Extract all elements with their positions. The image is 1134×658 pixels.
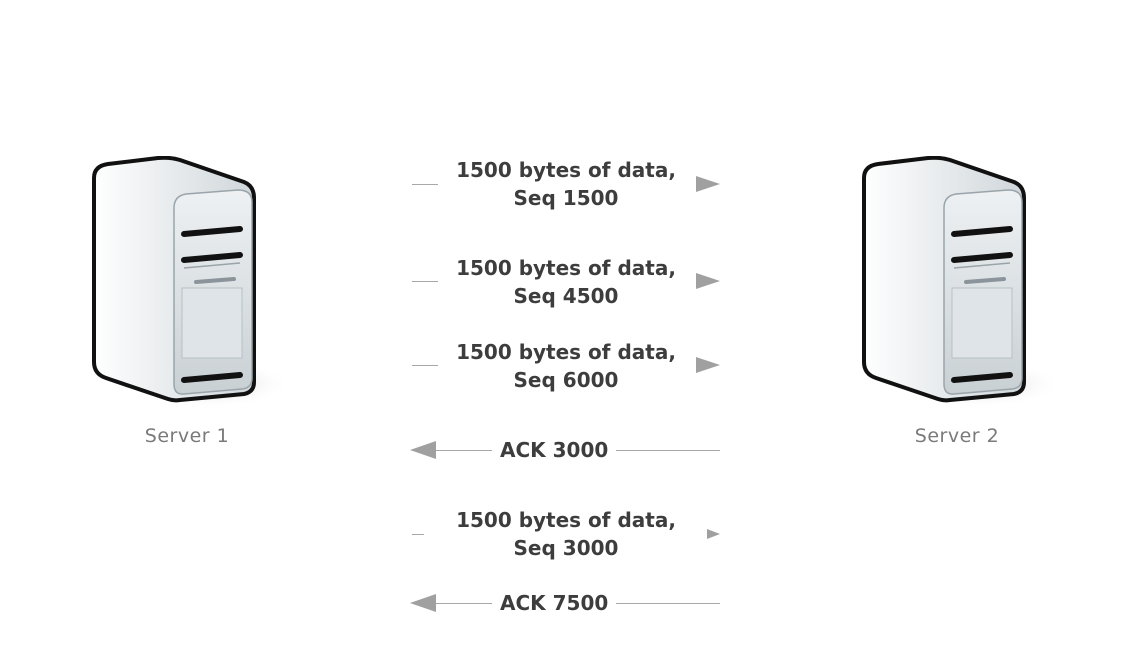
server-2-label: Server 2 xyxy=(914,425,1000,447)
arrow-right-icon xyxy=(696,273,720,289)
arrow-right-icon xyxy=(707,529,720,539)
message-1-label: 1500 bytes of data, Seq 1500 xyxy=(456,158,676,210)
arrow-left-icon xyxy=(410,594,436,612)
server-1-label: Server 1 xyxy=(144,425,230,447)
arrow-right-icon xyxy=(696,176,720,192)
message-2-label: 1500 bytes of data, Seq 4500 xyxy=(456,256,676,308)
ack-2-label: ACK 7500 xyxy=(492,589,617,617)
message-4-label: 1500 bytes of data, Seq 3000 xyxy=(456,508,676,560)
message-3-label: 1500 bytes of data, Seq 6000 xyxy=(456,340,676,392)
server-2-icon xyxy=(858,156,1058,416)
ack-1-label: ACK 3000 xyxy=(492,436,617,464)
arrow-left-icon xyxy=(410,441,436,459)
server-1-icon xyxy=(88,156,288,416)
arrow-right-icon xyxy=(696,357,720,373)
